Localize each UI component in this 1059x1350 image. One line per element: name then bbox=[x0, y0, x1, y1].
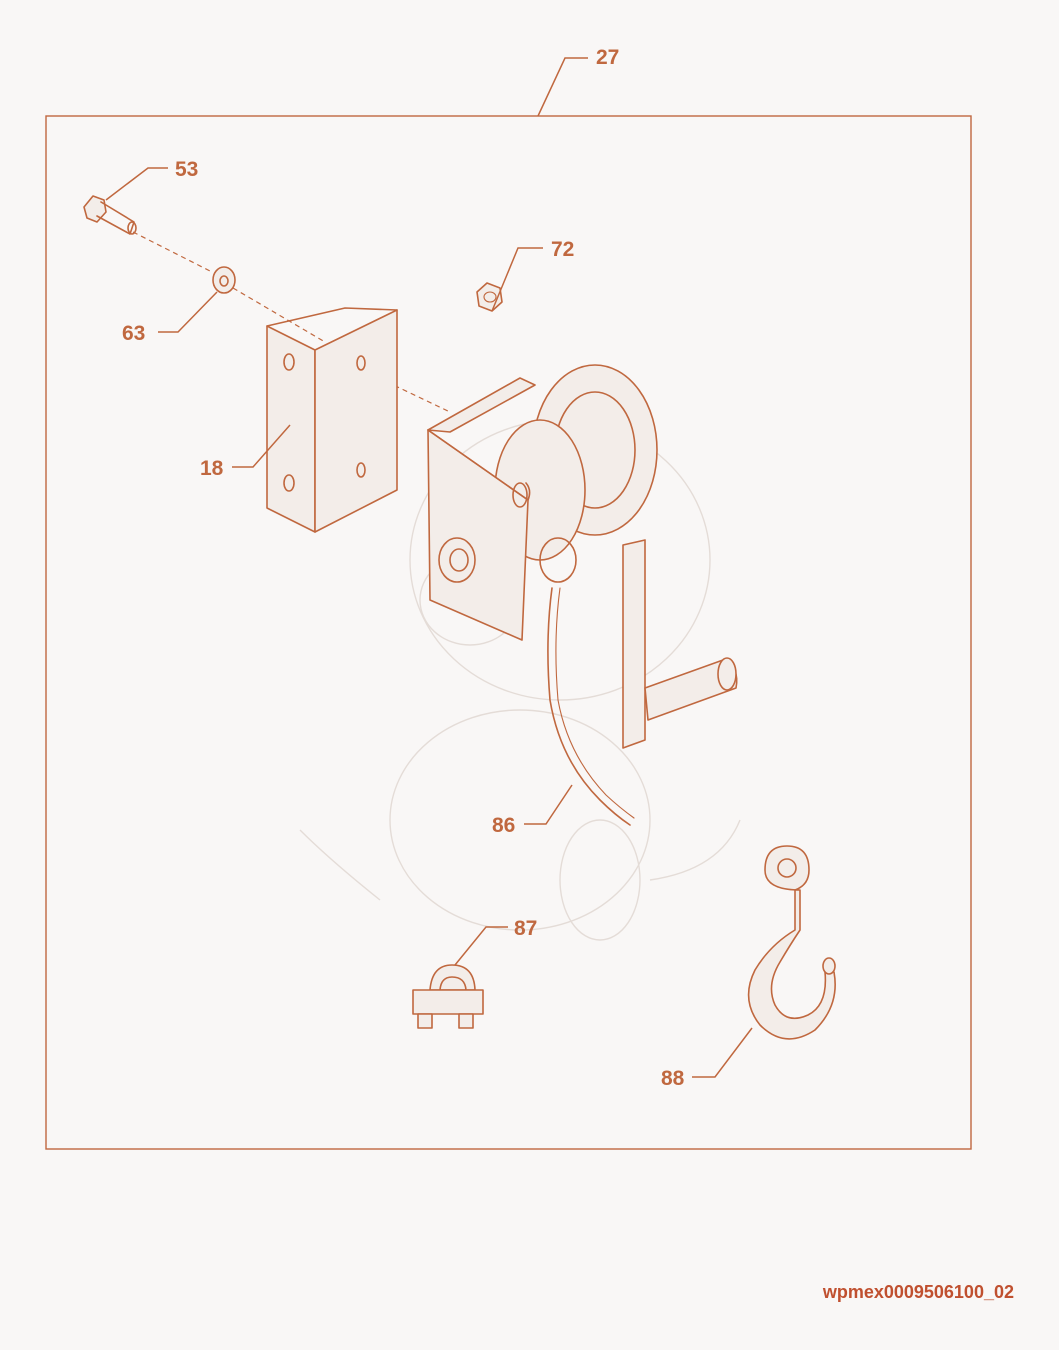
hook-part bbox=[747, 845, 836, 1040]
cable-clamp-part bbox=[412, 964, 484, 1029]
callout-63: 63 bbox=[122, 322, 145, 345]
bolt-part bbox=[83, 195, 137, 235]
callout-leaders bbox=[105, 57, 753, 1078]
callout-87: 87 bbox=[514, 917, 537, 940]
bracket-part bbox=[266, 307, 398, 533]
callout-88: 88 bbox=[661, 1067, 685, 1090]
nut-part bbox=[476, 282, 503, 312]
alignment-lines bbox=[132, 231, 451, 413]
callout-72: 72 bbox=[551, 238, 574, 261]
callout-27: 27 bbox=[596, 46, 619, 69]
washer-part bbox=[212, 266, 236, 294]
winch-assembly bbox=[427, 364, 738, 749]
callout-53: 53 bbox=[175, 158, 198, 181]
callout-86: 86 bbox=[492, 814, 515, 837]
assembly-frame bbox=[45, 115, 972, 1150]
document-id: wpmex0009506100_02 bbox=[822, 1282, 1014, 1302]
cable-part bbox=[547, 587, 635, 826]
callout-18: 18 bbox=[200, 457, 224, 480]
